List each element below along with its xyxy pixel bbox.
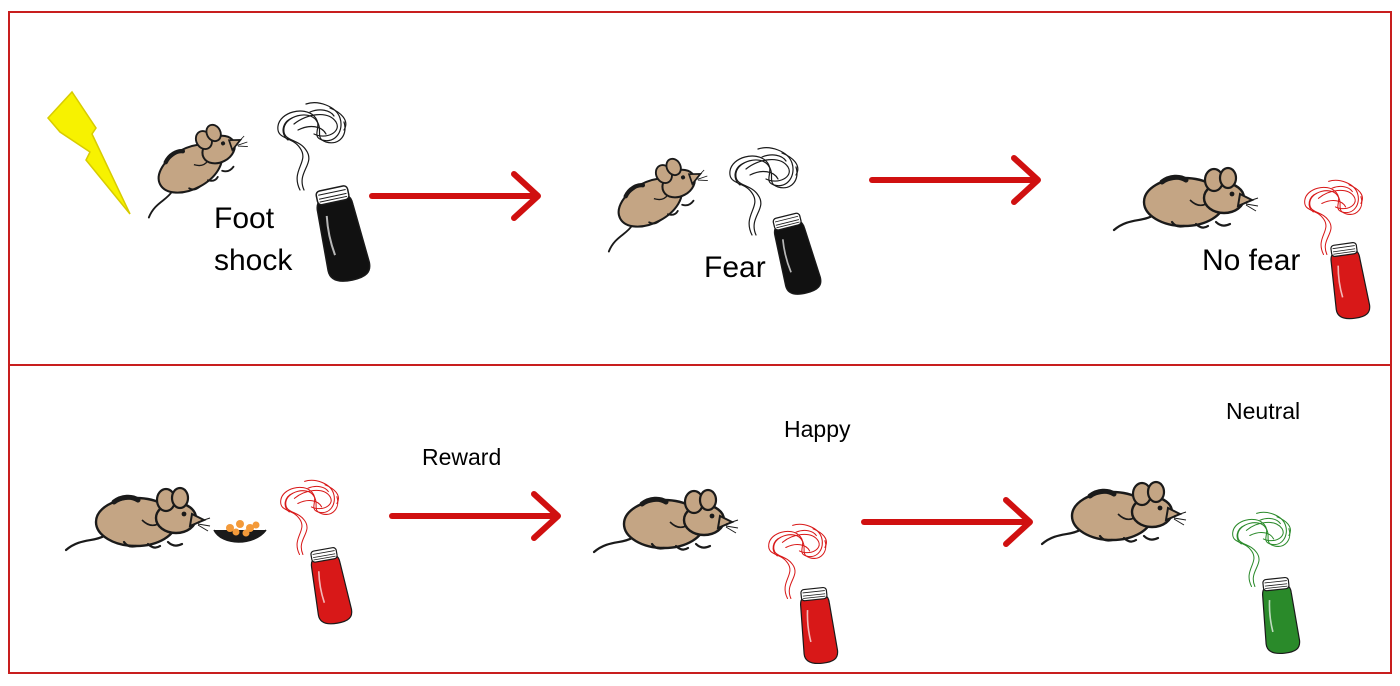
mouse-icon <box>584 147 717 251</box>
mouse-icon <box>66 488 210 550</box>
odor-plume-icon <box>277 102 347 191</box>
red-odor-bottle-icon <box>1326 240 1372 322</box>
odor-plume-icon <box>1232 511 1291 588</box>
mouse-icon <box>1042 482 1186 544</box>
arrow-icon <box>372 174 538 218</box>
stage-label: No fear <box>1202 244 1300 277</box>
stage-label-line: shock <box>214 244 293 277</box>
mouse-icon <box>594 490 738 552</box>
black-odor-bottle-icon <box>310 182 374 286</box>
lightning-bolt-icon <box>46 90 131 215</box>
arrow-icon <box>864 500 1030 544</box>
black-odor-bottle-icon <box>768 210 825 299</box>
food-pellets-icon <box>213 520 267 543</box>
stage-label: Fear <box>704 251 766 284</box>
odor-plume-icon <box>280 479 339 556</box>
stage-label: Neutral <box>1226 398 1300 424</box>
arrow-icon <box>392 494 558 538</box>
red-odor-bottle-icon <box>306 545 355 628</box>
stage-label-line: Foot <box>214 202 275 235</box>
stage-label: Happy <box>784 416 851 442</box>
red-odor-bottle-icon <box>796 585 840 666</box>
transition-label: Reward <box>422 444 501 470</box>
reward-conditioning-panel <box>8 364 1392 674</box>
mouse-icon <box>1114 168 1258 230</box>
arrow-icon <box>872 158 1038 202</box>
green-odor-bottle-icon <box>1258 575 1302 656</box>
odor-plume-icon <box>768 523 827 600</box>
